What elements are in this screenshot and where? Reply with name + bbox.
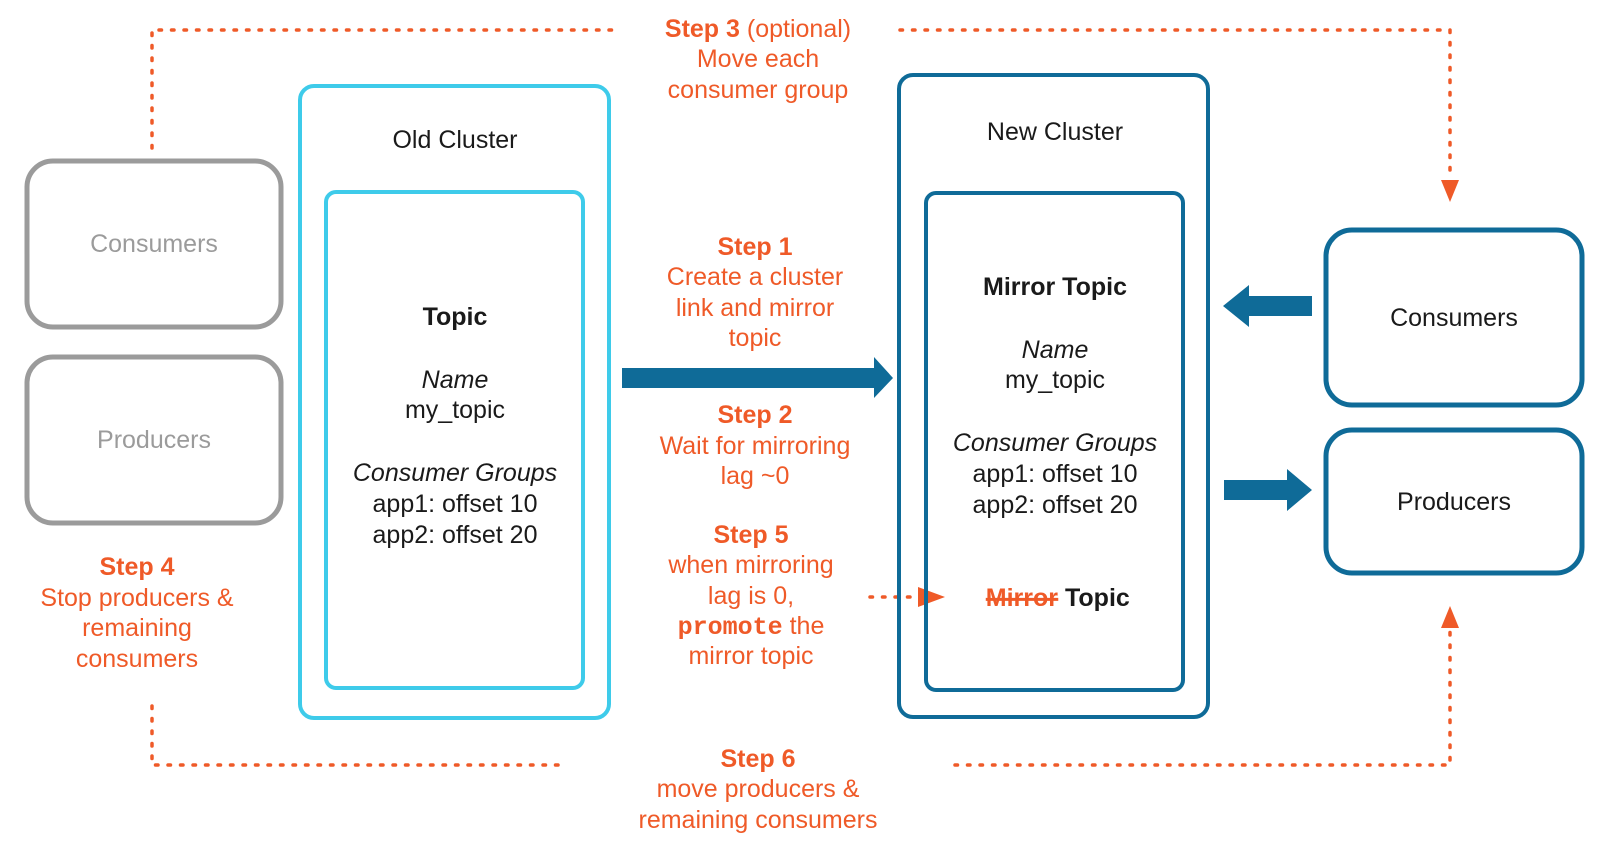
step3-line-1: Move each	[697, 45, 819, 73]
step5-command-suffix: the	[783, 612, 825, 640]
step6-line-2: remaining consumers	[639, 806, 878, 834]
step5-line-4: mirror topic	[688, 642, 813, 670]
old-topic-heading: Topic	[423, 303, 488, 331]
step6-dotted-path-right	[953, 626, 1452, 767]
old-cluster-title: Old Cluster	[392, 126, 517, 154]
step2-label: Step 2	[717, 401, 792, 429]
step1-line-1: Create a cluster	[667, 263, 843, 291]
promoted-topic-word: Topic	[1065, 584, 1130, 612]
old-topic-groups-label: Consumer Groups	[353, 459, 557, 487]
old-producers-box	[24, 354, 284, 526]
step5-arrowhead	[918, 587, 945, 607]
step3-dotted-path-right	[898, 28, 1452, 182]
old-topic-group-1: app1: offset 10	[373, 490, 538, 518]
new-consumers-label: Consumers	[1390, 304, 1518, 332]
new-cluster-title: New Cluster	[987, 118, 1123, 146]
consumers-read-arrow	[1223, 285, 1312, 327]
step2-line-1: Wait for mirroring	[660, 432, 851, 460]
new-consumers-box	[1323, 227, 1585, 408]
step5-line-1: when mirroring	[667, 551, 833, 579]
mirror-topic-name-value: my_topic	[1005, 366, 1105, 394]
step4-label: Step 4	[99, 553, 174, 581]
step3-space	[740, 15, 747, 43]
step5-line-2: lag is 0,	[708, 582, 794, 610]
step1-label: Step 1	[717, 233, 792, 261]
step6-line-1: move producers &	[657, 775, 860, 803]
step3-line-2: consumer group	[668, 76, 849, 104]
step4-line-2: remaining	[82, 614, 192, 642]
mirror-topic-group-1: app1: offset 10	[973, 460, 1138, 488]
mirror-topic-heading: Mirror Topic	[983, 273, 1127, 301]
step3-qualifier: (optional)	[747, 15, 851, 43]
step1-line-2: link and mirror	[676, 294, 834, 322]
step2-line-2: lag ~0	[721, 462, 790, 490]
old-topic-group-2: app2: offset 20	[373, 521, 538, 549]
old-topic-name-value: my_topic	[405, 396, 505, 424]
old-producers-label: Producers	[97, 426, 211, 454]
step4-line-1: Stop producers &	[40, 584, 233, 612]
step5-label: Step 5	[713, 521, 788, 549]
step3-arrowhead	[1441, 180, 1459, 202]
step6-arrowhead	[1441, 606, 1459, 628]
step5-line-3: promote the	[678, 612, 825, 642]
mirror-topic-group-2: app2: offset 20	[973, 491, 1138, 519]
step3-dotted-path-left	[150, 28, 622, 150]
old-cluster-box	[298, 84, 611, 720]
old-topic-box	[324, 190, 585, 690]
step4-line-3: consumers	[76, 645, 198, 673]
mirror-topic-name-label: Name	[1022, 336, 1089, 364]
step6-label: Step 6	[720, 745, 795, 773]
step6-dotted-path-left	[150, 704, 562, 767]
mirror-topic-groups-label: Consumer Groups	[953, 429, 1157, 457]
new-producers-label: Producers	[1397, 488, 1511, 516]
old-consumers-box	[24, 158, 284, 330]
step5-command: promote	[678, 613, 783, 642]
old-topic-name-label: Name	[422, 366, 489, 394]
step3-heading: Step 3 (optional)	[665, 15, 851, 43]
new-producers-box	[1323, 427, 1585, 576]
mirror-topic-box	[924, 191, 1185, 692]
producers-write-arrow	[1224, 469, 1312, 511]
old-consumers-label: Consumers	[90, 230, 218, 258]
cluster-link-arrow	[622, 357, 893, 398]
new-cluster-box	[897, 73, 1210, 719]
step1-line-3: topic	[729, 324, 782, 352]
step3-label: Step 3	[665, 15, 740, 43]
